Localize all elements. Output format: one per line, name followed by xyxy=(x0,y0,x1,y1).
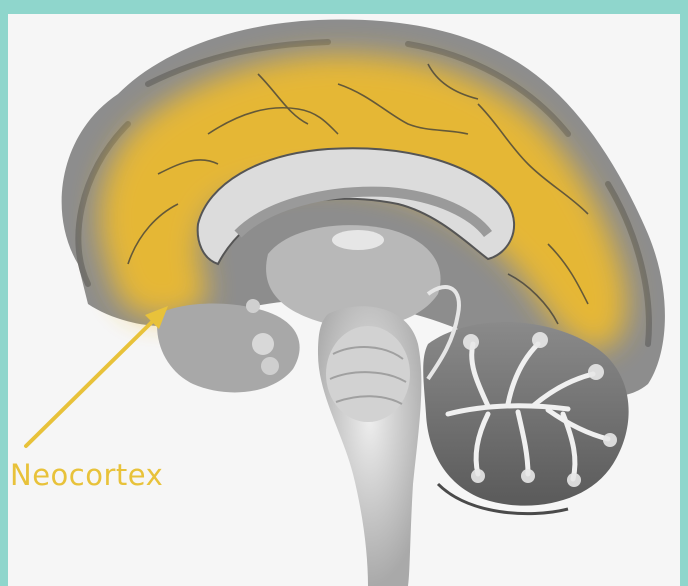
neocortex-pointer-arrow xyxy=(26,306,168,446)
brain-illustration xyxy=(8,14,680,586)
neocortex-label: Neocortex xyxy=(10,458,163,492)
illustration-canvas: Neocortex xyxy=(8,14,680,586)
pons xyxy=(326,326,410,422)
